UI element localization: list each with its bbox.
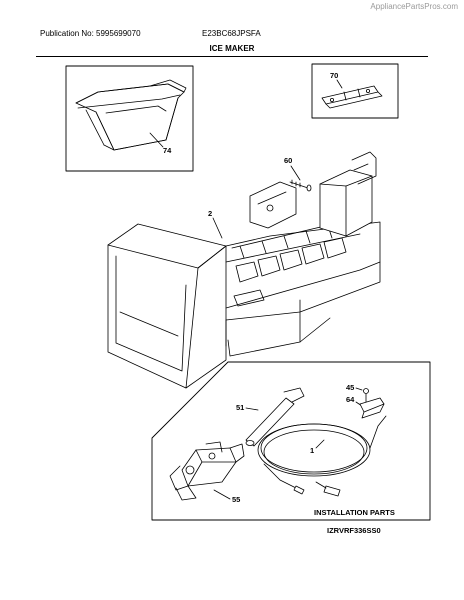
callout-74: 74 bbox=[163, 146, 172, 155]
ice-maker-assembly-part[interactable] bbox=[107, 151, 381, 389]
watermark-text: AppliancePartsPros.com bbox=[370, 2, 458, 11]
publication-number: Publication No: 5995699070 bbox=[40, 29, 141, 38]
model-number: E23BC68JPSFA bbox=[202, 29, 261, 38]
ice-maker-group: 2 bbox=[107, 151, 381, 389]
clamp-64-part[interactable] bbox=[359, 397, 385, 419]
installation-parts-label: INSTALLATION PARTS bbox=[314, 508, 395, 517]
callout-70: 70 bbox=[330, 71, 338, 80]
header-divider bbox=[36, 56, 428, 57]
water-line-part[interactable] bbox=[257, 415, 387, 497]
diagram-code: IZRVRF336SS0 bbox=[327, 526, 381, 535]
page-title: ICE MAKER bbox=[209, 44, 255, 53]
callout-51: 51 bbox=[236, 403, 244, 412]
bracket-frame bbox=[311, 63, 399, 119]
ice-bucket-part[interactable] bbox=[75, 79, 187, 151]
screw-45-part[interactable] bbox=[363, 388, 369, 403]
callout-1: 1 bbox=[310, 446, 314, 455]
callout-60: 60 bbox=[284, 156, 292, 165]
screw-group: 60 bbox=[284, 156, 312, 192]
screw-part[interactable] bbox=[289, 179, 312, 192]
callout-55: 55 bbox=[232, 495, 240, 504]
callout-2: 2 bbox=[208, 209, 212, 218]
callout-64: 64 bbox=[346, 395, 355, 404]
bracket-group: 70 bbox=[311, 63, 399, 119]
callout-45: 45 bbox=[346, 383, 354, 392]
installation-frame bbox=[151, 361, 431, 521]
water-valve-part[interactable] bbox=[169, 441, 245, 501]
ice-bucket-group: 74 bbox=[65, 65, 194, 172]
installation-parts-group: 45 64 51 1 bbox=[151, 361, 431, 521]
mounting-bracket-part[interactable] bbox=[321, 85, 383, 109]
fill-tube-part[interactable] bbox=[245, 387, 305, 447]
bucket-frame bbox=[65, 65, 194, 172]
